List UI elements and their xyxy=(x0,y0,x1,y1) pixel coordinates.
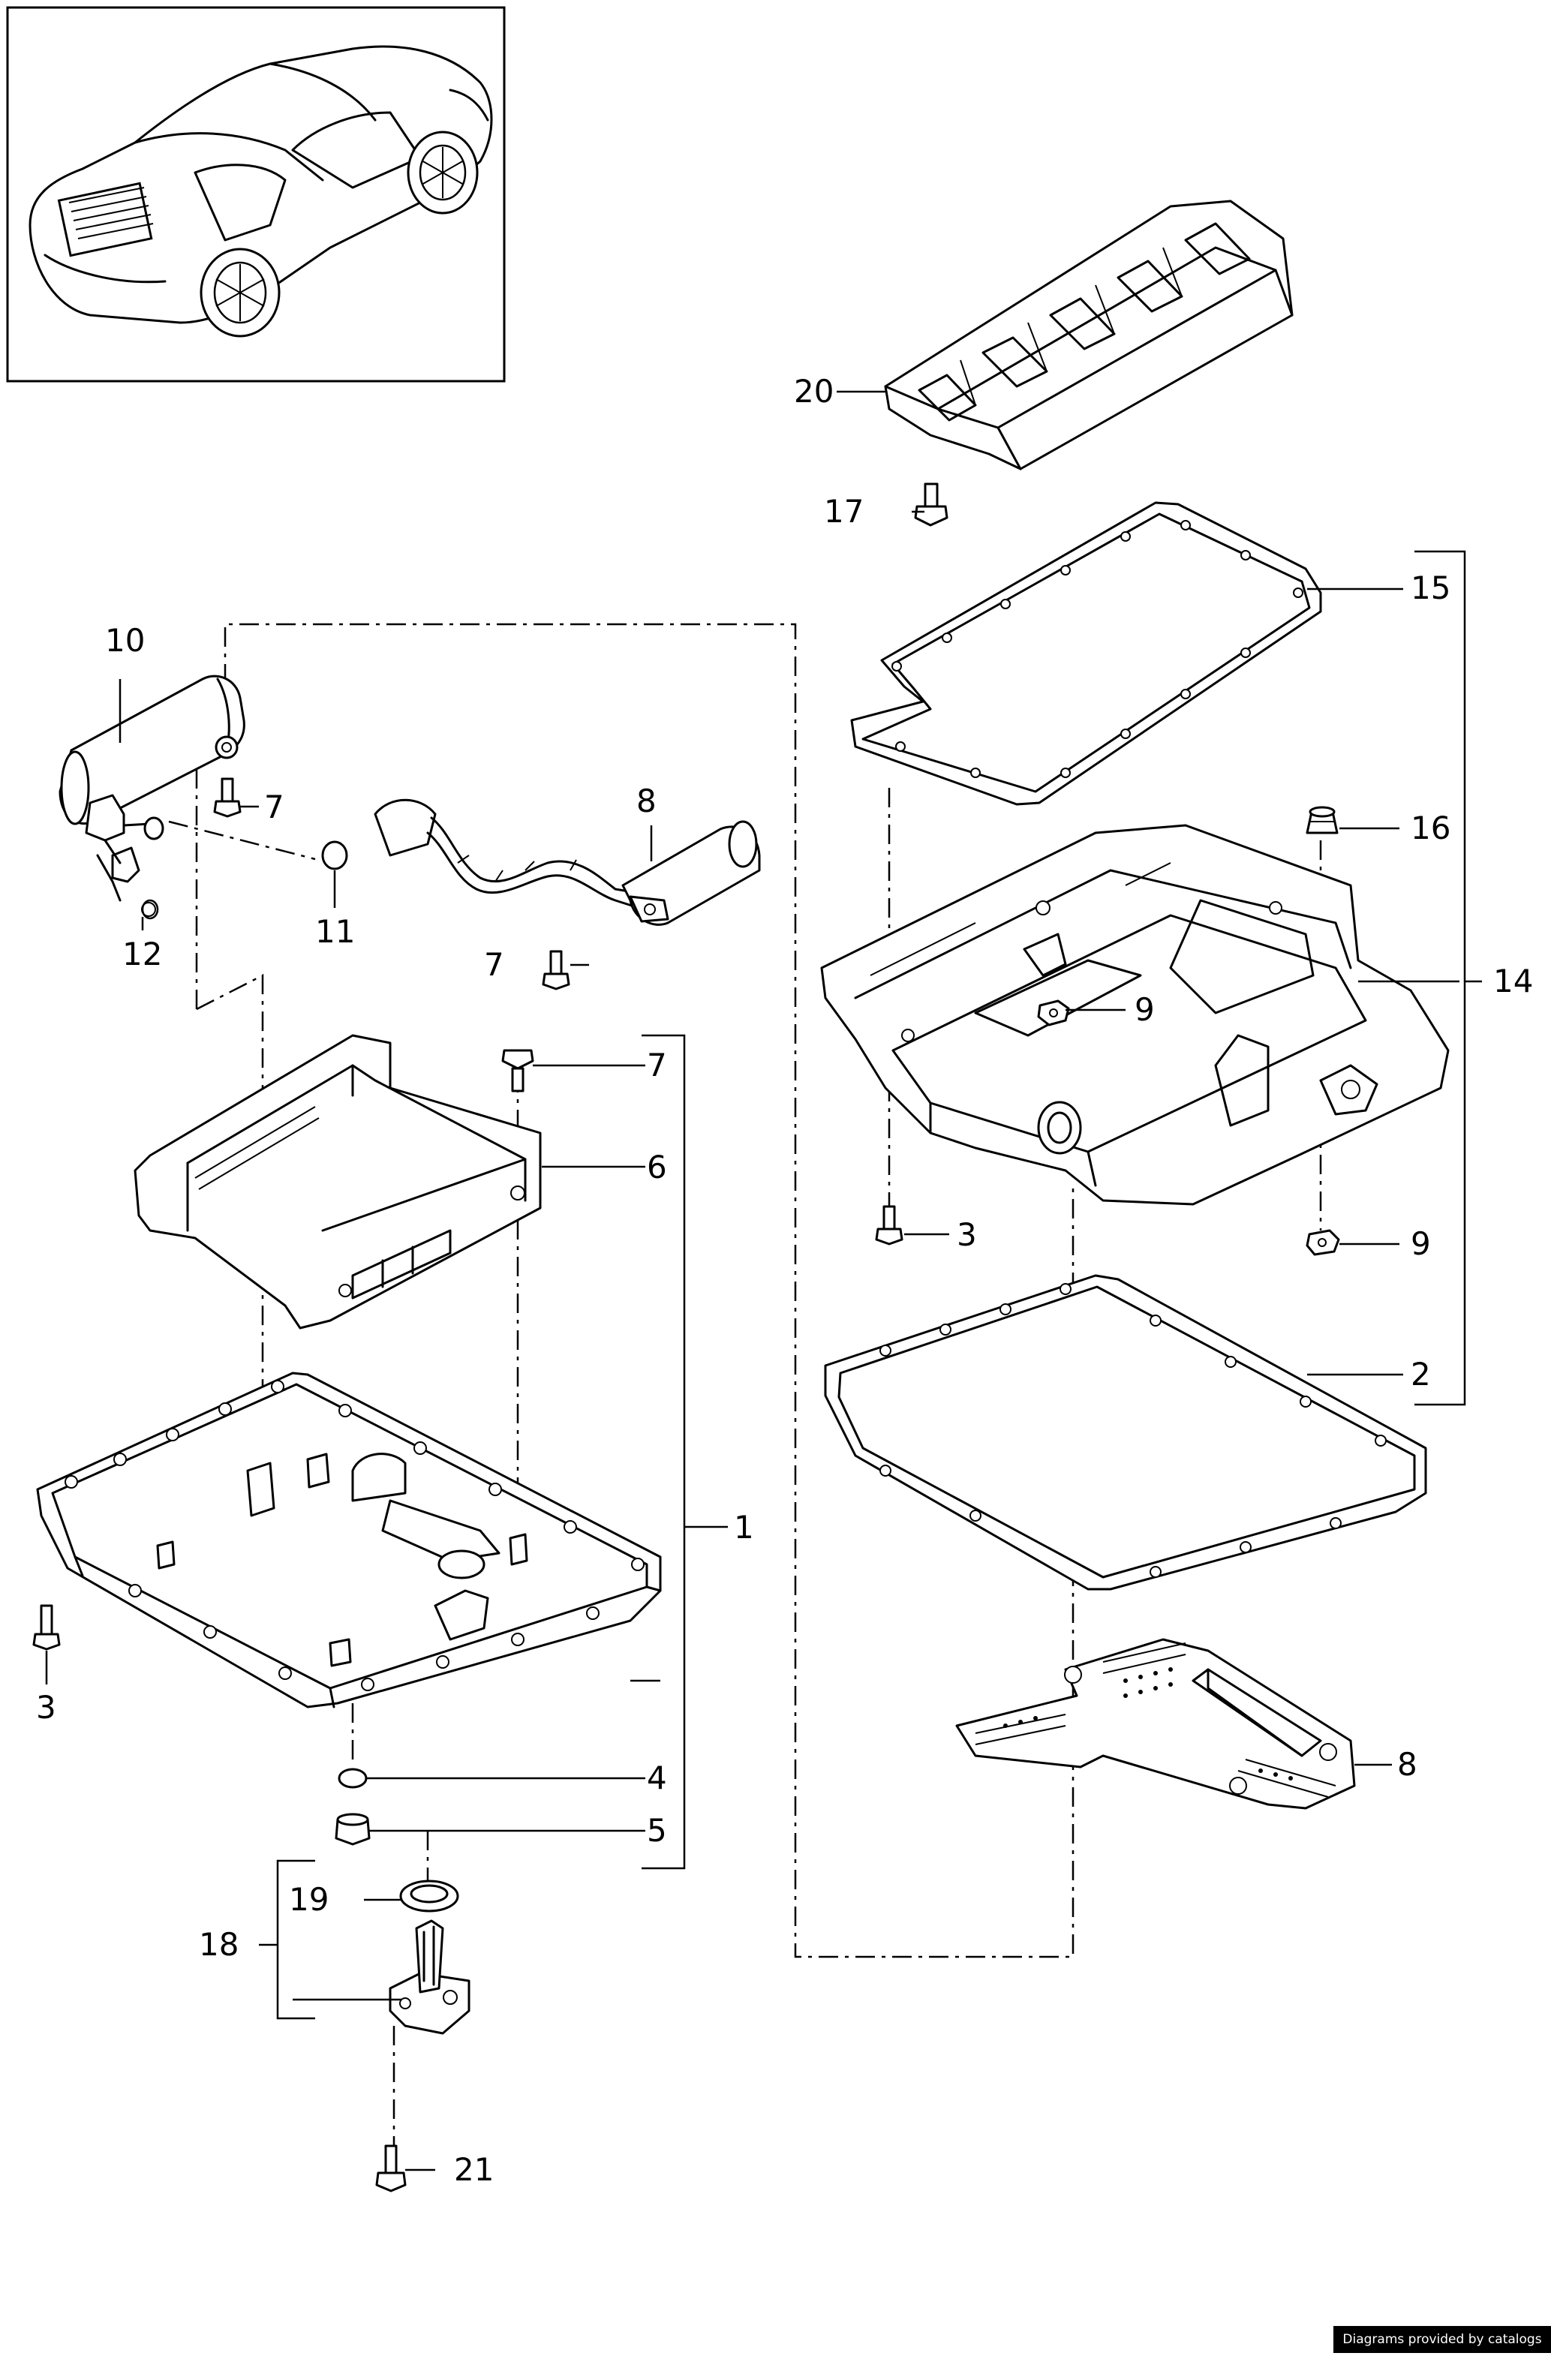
part-3-bolt-right xyxy=(875,1205,903,1246)
credit-badge: Diagrams provided by catalogs parts xyxy=(1333,2326,1551,2374)
callout-19: 18 xyxy=(199,1926,239,1963)
part-4-oring xyxy=(338,1768,368,1789)
part-15-gasket xyxy=(850,501,1322,806)
callout-7-lower: 7 xyxy=(647,1047,667,1083)
part-14-housing xyxy=(820,824,1450,1206)
callout-8: 8 xyxy=(1397,1746,1417,1783)
part-1-oil-pan xyxy=(36,1372,662,1708)
callout-11: 10 xyxy=(105,622,145,659)
callout-15: 15 xyxy=(1411,569,1450,606)
callout-4: 4 xyxy=(647,1759,667,1796)
part-20-ring xyxy=(399,1880,459,1913)
vehicle-thumbnail xyxy=(6,6,506,383)
part-7-bolt-mid xyxy=(542,950,570,990)
part-12-oring xyxy=(321,840,348,870)
part-5-drain-plug xyxy=(335,1813,371,1846)
callout-10: 9 xyxy=(1135,991,1155,1028)
callout-7-mid: 7 xyxy=(484,946,504,983)
callout-7-top: 7 xyxy=(264,789,284,825)
callout-13: 12 xyxy=(122,936,162,972)
callout-18: 17 xyxy=(824,493,864,530)
part-13-clip xyxy=(141,899,159,920)
part-11-solenoid xyxy=(59,675,245,917)
callout-6: 6 xyxy=(647,1149,667,1185)
part-16-plug xyxy=(1306,806,1339,834)
part-21-bolt xyxy=(375,2144,407,2192)
callout-9-right: 9 xyxy=(1411,1225,1431,1262)
callout-9-top: 8 xyxy=(636,783,657,819)
callout-21: 21 xyxy=(454,2151,494,2188)
callout-3-right: 3 xyxy=(957,1216,977,1253)
part-6-baffle xyxy=(134,1034,542,1330)
callout-5: 5 xyxy=(647,1812,667,1849)
part-10-nut xyxy=(1037,999,1070,1026)
part-9-nut-right xyxy=(1306,1229,1340,1256)
part-19-sensor xyxy=(389,1919,470,2035)
part-18-bolt xyxy=(914,482,948,527)
callout-labels: 20 17 15 16 14 9 3 9 2 8 10 7 8 11 12 7 … xyxy=(36,373,1533,2188)
part-9-harness xyxy=(374,798,761,926)
callout-2: 2 xyxy=(1411,1356,1431,1393)
callout-17: 20 xyxy=(794,373,834,410)
callout-3-left: 3 xyxy=(36,1689,56,1726)
part-7-bolt-top xyxy=(213,777,242,818)
callout-16: 16 xyxy=(1411,810,1450,846)
part-7-bolt-lower xyxy=(501,1049,534,1092)
leader-lines xyxy=(45,390,1482,2171)
callout-12: 11 xyxy=(315,913,355,950)
part-2-gasket xyxy=(824,1274,1427,1591)
part-3-bolt-left xyxy=(32,1604,61,1651)
part-17-cover xyxy=(884,200,1294,470)
callout-20: 19 xyxy=(289,1881,329,1918)
part-8-plate xyxy=(955,1638,1356,1810)
callout-14: 14 xyxy=(1493,963,1533,999)
callout-1: 1 xyxy=(734,1509,754,1546)
